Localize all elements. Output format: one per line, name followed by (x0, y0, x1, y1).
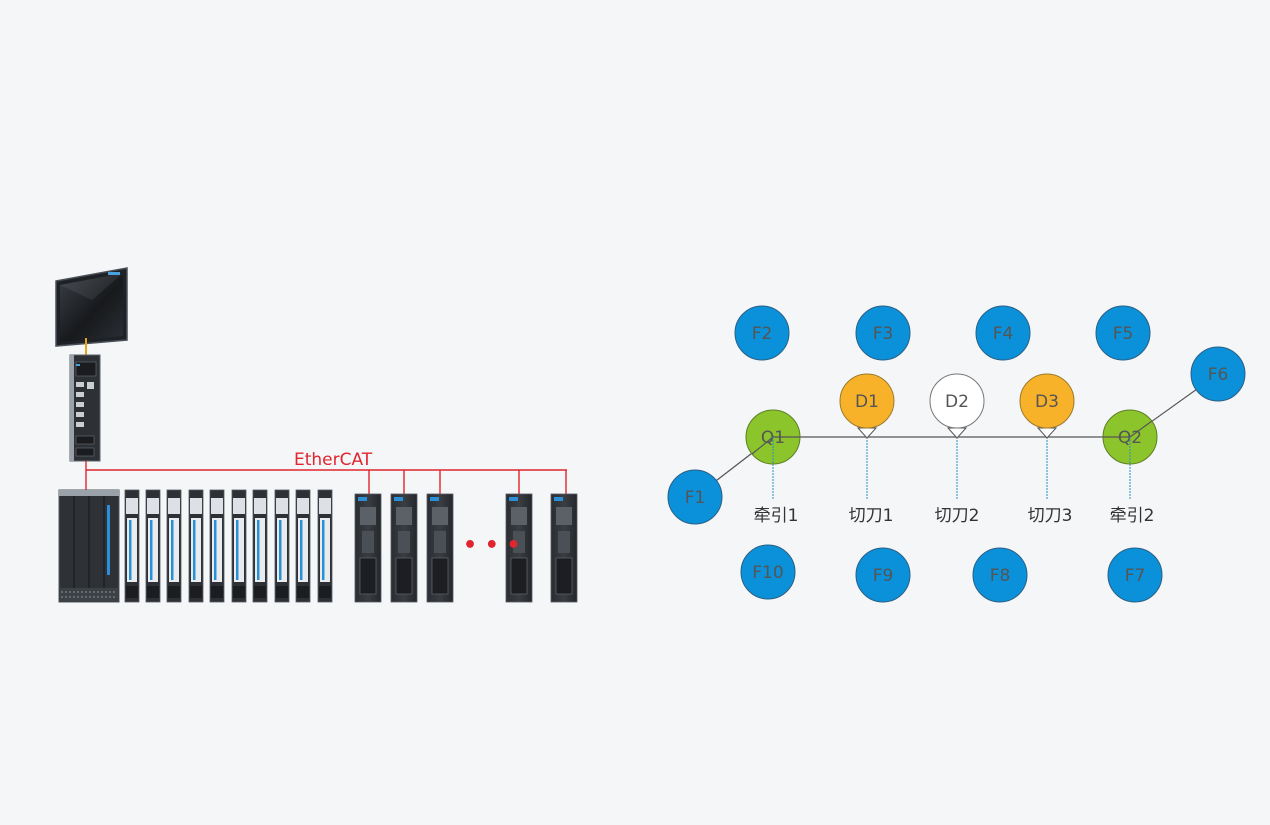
q2-f6-line-overlay (1129, 420, 1153, 438)
slim-module-icon (274, 489, 290, 603)
node-f7-label: F7 (1125, 566, 1146, 586)
node-d2-label: D2 (945, 392, 969, 412)
node-f8-label: F8 (990, 566, 1011, 586)
node-d1: D1 (839, 373, 895, 429)
axis-label-traction-2: 牵引2 (1110, 506, 1155, 526)
servo-drive-icon (550, 493, 578, 603)
servo-drive-icon (505, 493, 533, 603)
node-f1: F1 (667, 469, 723, 525)
axis-label-traction-1: 牵引1 (754, 506, 799, 526)
slim-module-icon (295, 489, 311, 603)
node-f6: F6 (1190, 346, 1246, 402)
node-f9: F9 (855, 547, 911, 603)
hmi-panel-icon (55, 267, 128, 347)
axis-label-cutter-3: 切刀3 (1028, 506, 1073, 526)
controller-icon (69, 354, 101, 462)
slim-module-icon (166, 489, 182, 603)
slim-module-icon (145, 489, 161, 603)
ethercat-bus (85, 461, 567, 496)
node-d3-label: D3 (1035, 392, 1059, 412)
node-f5: F5 (1095, 305, 1151, 361)
node-f4-label: F4 (993, 324, 1014, 344)
node-f10-label: F10 (752, 563, 783, 583)
node-f2-label: F2 (752, 324, 773, 344)
ellipsis-more: • • • (463, 533, 521, 558)
node-d1-label: D1 (855, 392, 879, 412)
servo-drive-icon (426, 493, 454, 603)
node-f3-label: F3 (873, 324, 894, 344)
slim-module-icon (124, 489, 140, 603)
node-f7: F7 (1107, 547, 1163, 603)
axis-label-cutter-2: 切刀2 (935, 506, 980, 526)
ethercat-label: EtherCAT (294, 450, 373, 470)
slim-module-icon (188, 489, 204, 603)
servo-drives (354, 493, 578, 603)
multi-axis-drive-icon (58, 489, 120, 603)
node-f1-label: F1 (685, 488, 706, 508)
node-f2: F2 (734, 305, 790, 361)
slim-module-icon (317, 489, 333, 603)
q1-f1-line-overlay (751, 436, 774, 455)
motion-topology: F2 F3 F4 F5 F6 F1 F10 F9 F8 F7 D1 D2 D3 … (667, 305, 1246, 603)
slim-module-icon (231, 489, 247, 603)
node-d2: D2 (929, 373, 985, 429)
servo-drive-icon (354, 493, 382, 603)
servo-drive-icon (390, 493, 418, 603)
slim-axis-modules (124, 489, 333, 603)
node-f9-label: F9 (873, 566, 894, 586)
slim-module-icon (252, 489, 268, 603)
node-f4: F4 (975, 305, 1031, 361)
slim-module-icon (209, 489, 225, 603)
node-f5-label: F5 (1113, 324, 1134, 344)
node-d3: D3 (1019, 373, 1075, 429)
node-f10: F10 (740, 544, 796, 600)
node-f3: F3 (855, 305, 911, 361)
node-f6-label: F6 (1208, 365, 1229, 385)
node-f8: F8 (972, 547, 1028, 603)
hardware-topology: EtherCAT (55, 267, 578, 603)
guide-lines (772, 437, 1131, 500)
axis-label-cutter-1: 切刀1 (849, 506, 894, 526)
